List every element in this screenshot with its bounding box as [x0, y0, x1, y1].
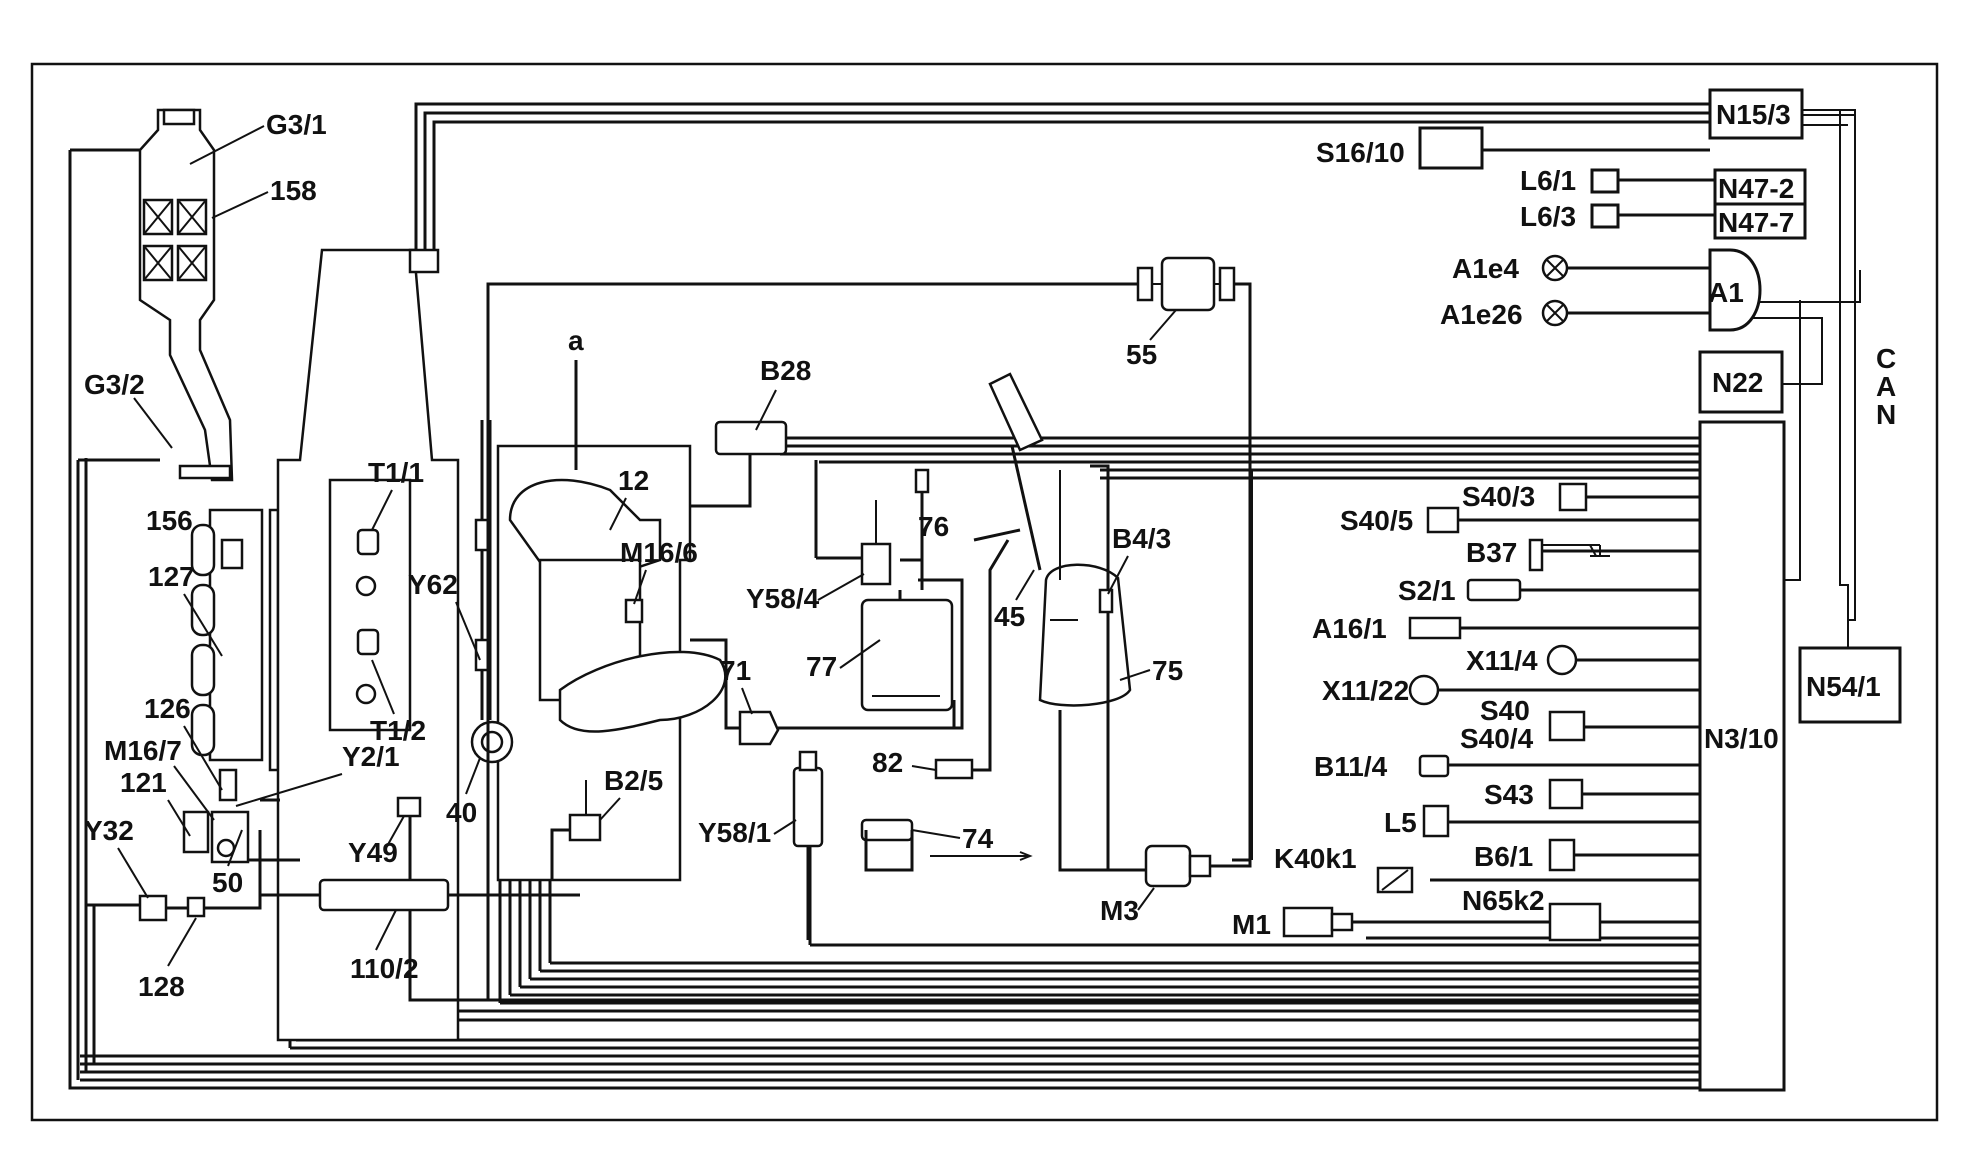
label-y58-4: Y58/4 — [746, 583, 820, 614]
label-s40-4: S40/4 — [1460, 723, 1534, 754]
label-t1-1: T1/1 — [368, 457, 424, 488]
labels: G3/1 158 G3/2 156 127 126 M16/7 121 Y32 … — [84, 99, 1896, 1002]
label-a1e4: A1e4 — [1452, 253, 1519, 284]
label-n15-3: N15/3 — [1716, 99, 1791, 130]
label-a1: A1 — [1708, 277, 1744, 308]
label-y62: Y62 — [408, 569, 458, 600]
label-x11-22: X11/22 — [1322, 675, 1409, 706]
label-s40-3: S40/3 — [1462, 481, 1535, 512]
s16-10-box — [1418, 126, 1484, 170]
label-126: 126 — [144, 693, 191, 724]
label-y2-1: Y2/1 — [342, 741, 400, 772]
label-g3-2: G3/2 — [84, 369, 145, 400]
label-12: 12 — [618, 465, 649, 496]
n3-10-box — [1698, 420, 1786, 1092]
label-127: 127 — [148, 561, 195, 592]
label-40: 40 — [446, 797, 477, 828]
label-128: 128 — [138, 971, 185, 1002]
label-121: 121 — [120, 767, 167, 798]
l6-1-box — [1590, 168, 1620, 194]
sensors — [1408, 482, 1610, 872]
label-g3-1: G3/1 — [266, 109, 327, 140]
label-n47-7: N47-7 — [1718, 207, 1794, 238]
label-158: 158 — [270, 175, 317, 206]
label-x11-4: X11/4 — [1466, 645, 1538, 676]
label-77: 77 — [806, 651, 837, 682]
engine-block — [260, 248, 1700, 1042]
label-b2-5: B2/5 — [604, 765, 663, 796]
label-s43: S43 — [1484, 779, 1534, 810]
label-l6-3: L6/3 — [1520, 201, 1576, 232]
label-n22: N22 — [1712, 367, 1763, 398]
control-units — [1418, 88, 1902, 1092]
label-can-a: A — [1876, 371, 1896, 402]
label-t1-2: T1/2 — [370, 715, 426, 746]
label-can-n: N — [1876, 399, 1896, 430]
wire-harness — [68, 102, 1861, 1090]
label-82: 82 — [872, 747, 903, 778]
label-76: 76 — [918, 511, 949, 542]
n54-1-box — [1798, 646, 1902, 724]
l6-3-box — [1590, 203, 1620, 229]
label-n47-2: N47-2 — [1718, 173, 1794, 204]
label-a1e26: A1e26 — [1440, 299, 1523, 330]
label-m16-7: M16/7 — [104, 735, 182, 766]
label-156: 156 — [146, 505, 193, 536]
label-l6-1: L6/1 — [1520, 165, 1576, 196]
label-74: 74 — [962, 823, 994, 854]
label-45: 45 — [994, 601, 1025, 632]
label-b11-4: B11/4 — [1314, 751, 1388, 782]
left-lower-components — [138, 538, 300, 922]
label-50: 50 — [212, 867, 243, 898]
label-71: 71 — [720, 655, 751, 686]
label-n3-10: N3/10 — [1704, 723, 1779, 754]
label-n54-1: N54/1 — [1806, 671, 1881, 702]
label-110-2: 110/2 — [350, 953, 419, 984]
label-a16-1: A16/1 — [1312, 613, 1387, 644]
label-y58-1: Y58/1 — [698, 817, 771, 848]
label-m1: M1 — [1232, 909, 1271, 940]
n22-box — [1698, 350, 1784, 414]
label-n65k2: N65k2 — [1462, 885, 1545, 916]
label-s40: S40 — [1480, 695, 1530, 726]
exhaust-system — [138, 108, 280, 772]
label-b37: B37 — [1466, 537, 1517, 568]
n15-3-box — [1708, 88, 1804, 140]
air-fuel-components — [486, 256, 1253, 1000]
label-b4-3: B4/3 — [1112, 523, 1171, 554]
label-s2-1: S2/1 — [1398, 575, 1456, 606]
diagram-frame — [30, 62, 1939, 1122]
label-l5: L5 — [1384, 807, 1417, 838]
label-b28: B28 — [760, 355, 811, 386]
label-m16-6: M16/6 — [620, 537, 698, 568]
label-y32: Y32 — [84, 815, 134, 846]
actuators — [1144, 284, 1602, 942]
label-can-c: C — [1876, 343, 1896, 374]
throttle-body — [470, 360, 727, 882]
label-b6-1: B6/1 — [1474, 841, 1533, 872]
label-s40-5: S40/5 — [1340, 505, 1413, 536]
label-s16-10: S16/10 — [1316, 137, 1405, 168]
label-a: a — [568, 325, 584, 356]
label-75: 75 — [1152, 655, 1183, 686]
label-k40k1: K40k1 — [1274, 843, 1357, 874]
label-55: 55 — [1126, 339, 1157, 370]
label-m3: M3 — [1100, 895, 1139, 926]
